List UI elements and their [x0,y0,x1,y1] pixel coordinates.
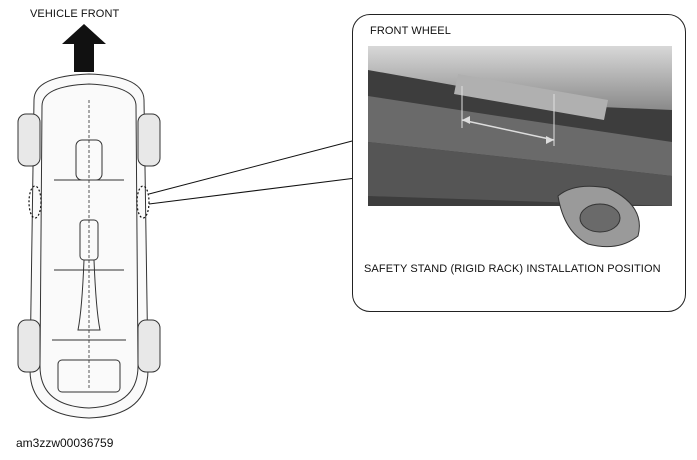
front-right-wheel [137,113,161,167]
image-id: am3zzw00036759 [16,436,114,450]
detail-title: FRONT WHEEL [370,25,451,37]
vehicle-underside-diagram [17,73,161,419]
rear-left-wheel [17,319,41,373]
rear-right-wheel [137,319,161,373]
arrow-up-icon [62,24,106,72]
dashed-ellipse-marker-icon [136,185,150,219]
dashed-ellipse-marker-icon [28,185,42,219]
detail-caption: SAFETY STAND (RIGID RACK) INSTALLATION P… [364,263,661,275]
front-wheel-detail-photo [368,46,672,252]
front-left-wheel [17,113,41,167]
vehicle-front-label: VEHICLE FRONT [30,8,120,20]
